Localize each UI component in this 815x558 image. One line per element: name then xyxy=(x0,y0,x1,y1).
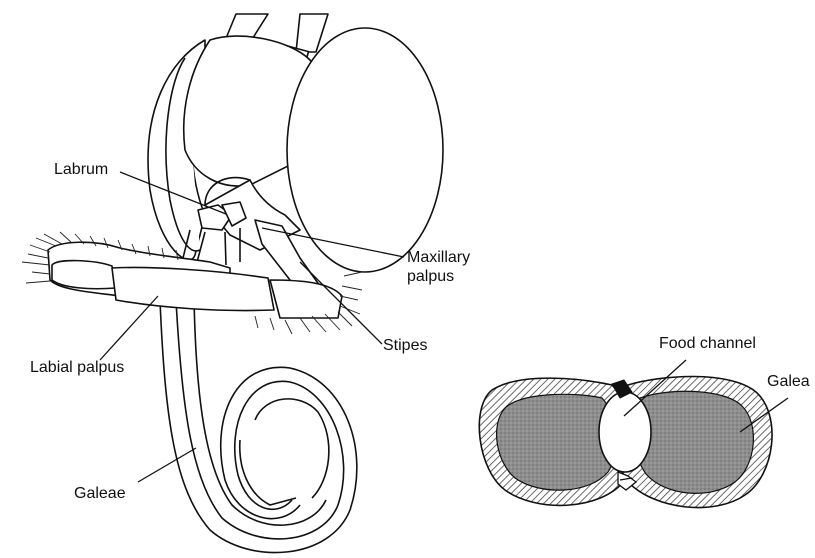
label-labial-palpus: Labial palpus xyxy=(30,358,124,377)
label-maxillary-palpus: Maxillary palpus xyxy=(407,248,470,286)
galeae-coil xyxy=(160,298,357,553)
proboscis-cross-section xyxy=(479,376,772,507)
label-labrum: Labrum xyxy=(54,160,108,179)
galea-left-lumen xyxy=(497,394,616,490)
label-galeae: Galeae xyxy=(74,484,126,503)
label-galea: Galea xyxy=(767,372,810,391)
food-channel-lumen xyxy=(599,392,651,472)
label-food-channel: Food channel xyxy=(659,334,756,353)
leader-labial-palpus xyxy=(100,296,158,360)
label-stipes: Stipes xyxy=(383,336,427,355)
leader-galeae xyxy=(138,448,196,482)
